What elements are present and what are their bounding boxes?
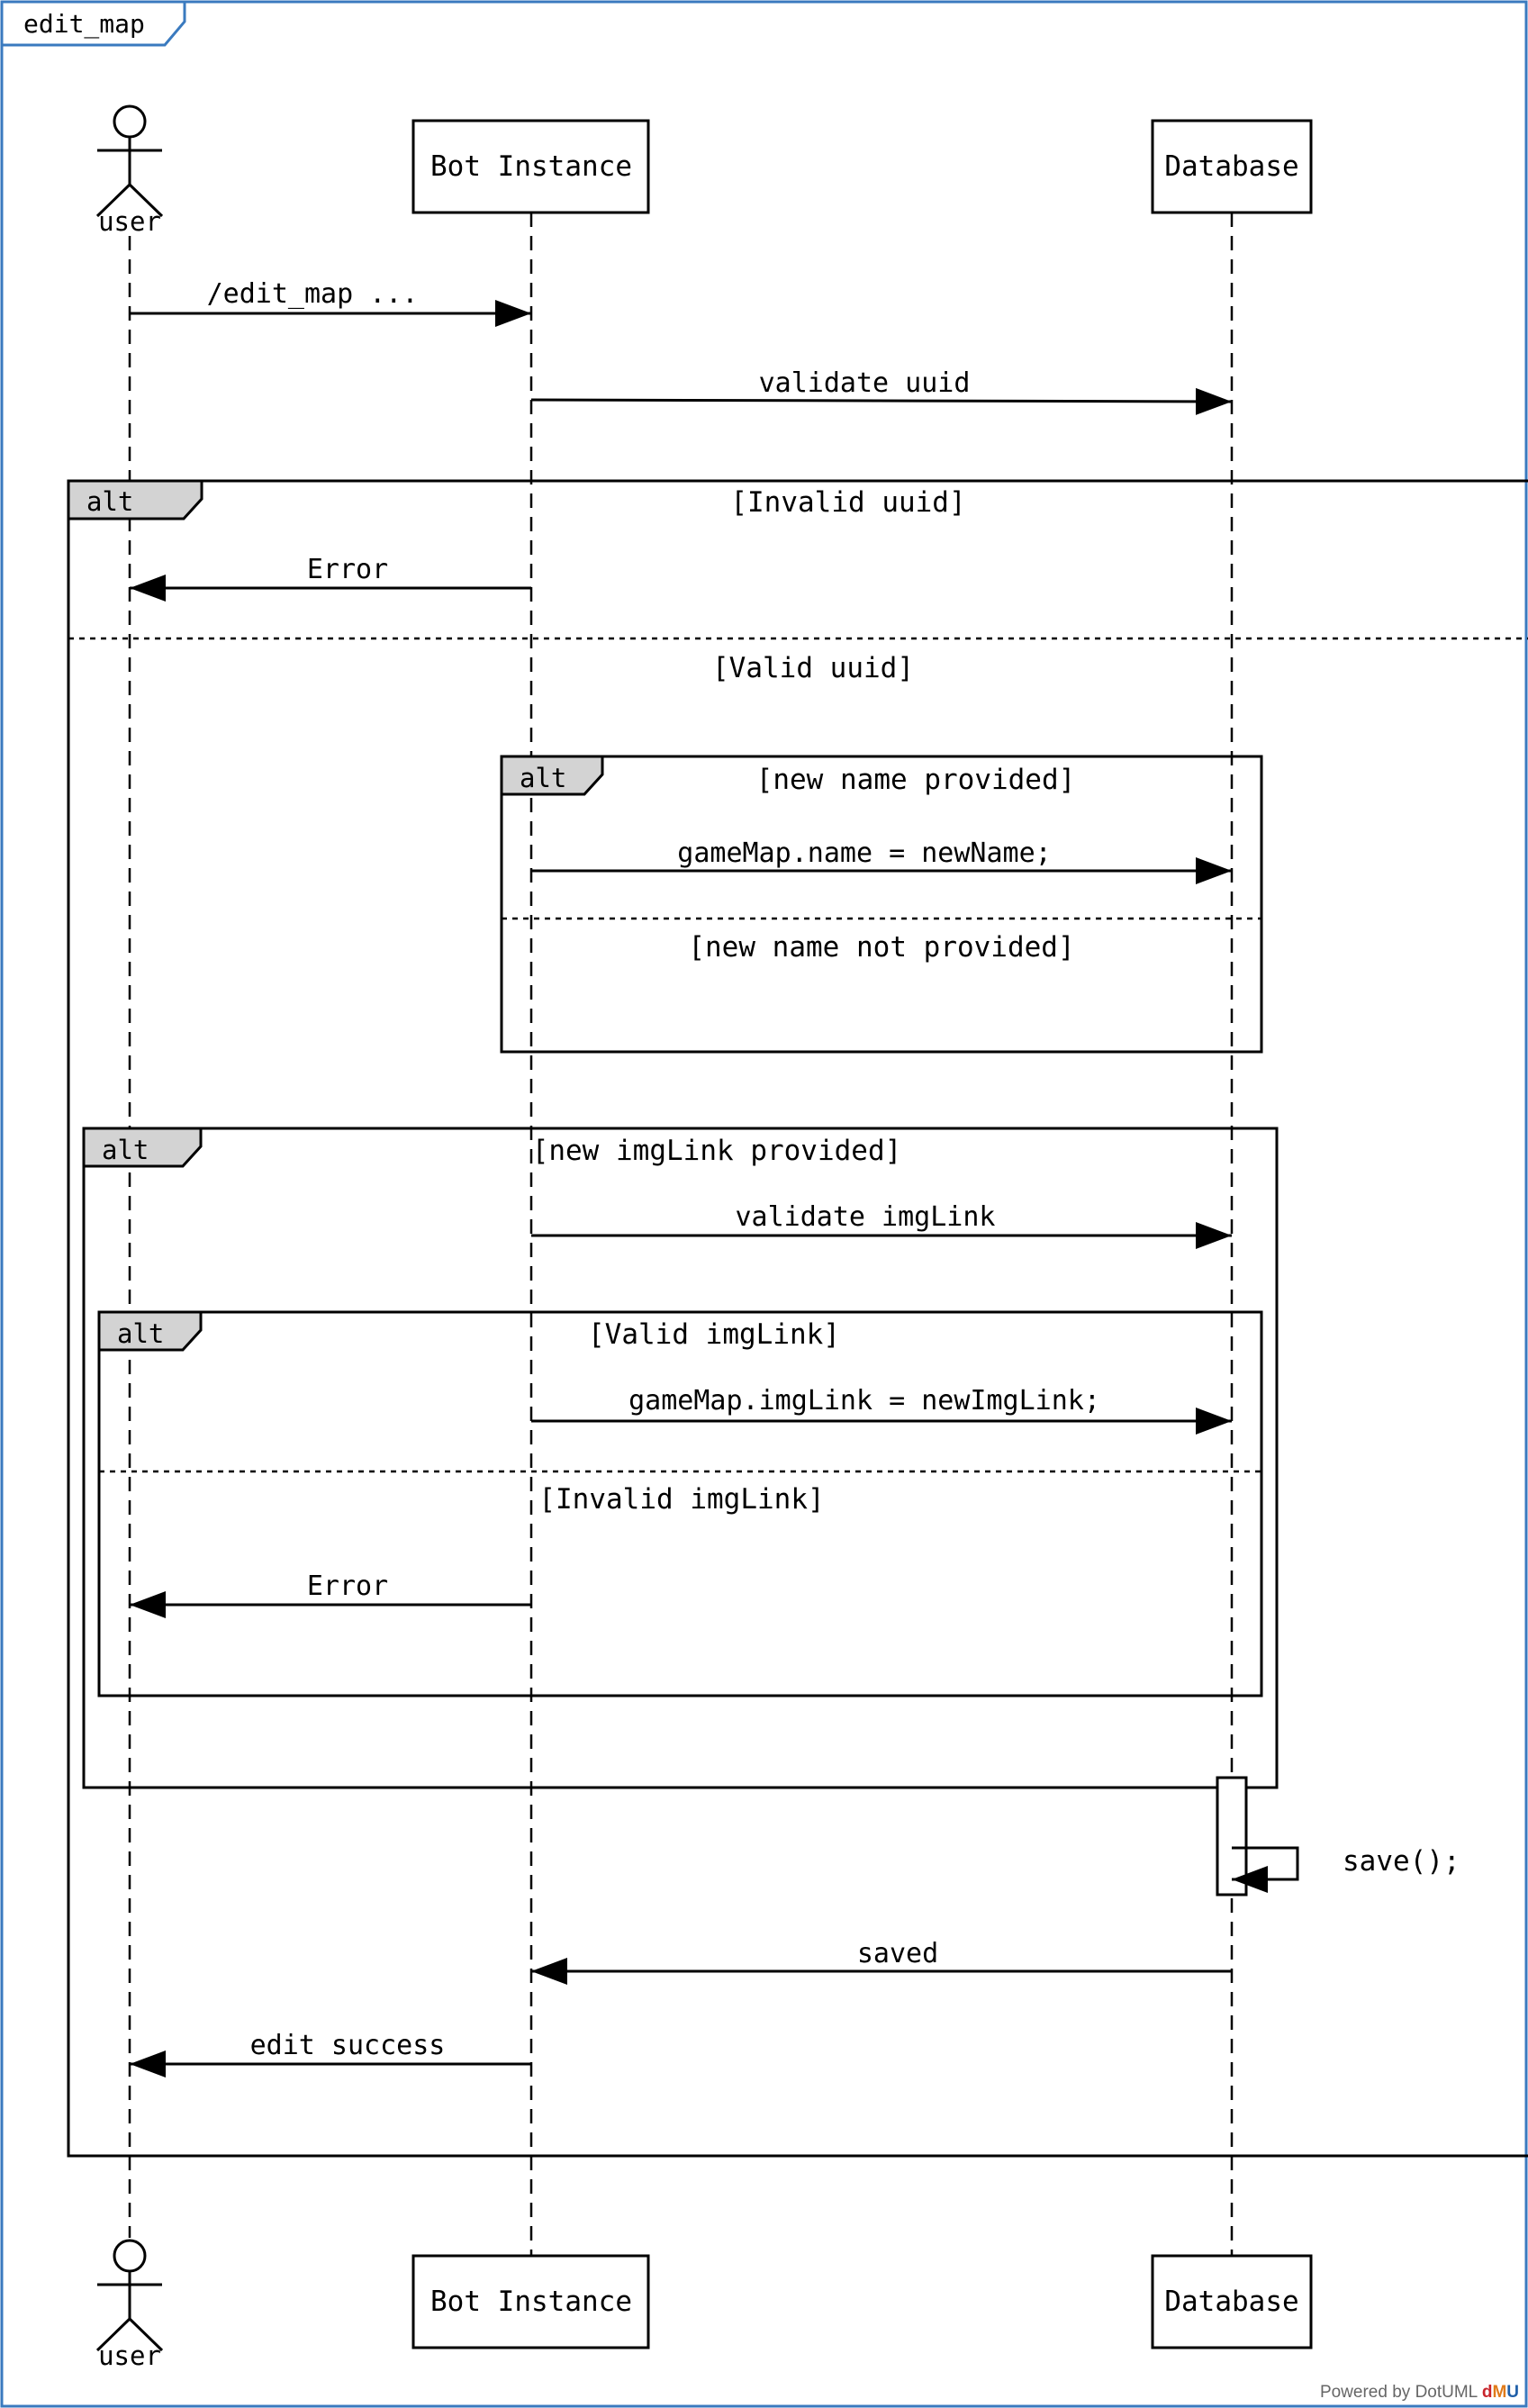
alt-fragment-imglink-validity-keyword: alt	[117, 1318, 164, 1349]
guard-valid-imglink: [Valid imgLink]	[588, 1318, 840, 1351]
message-save	[1232, 1846, 1299, 1893]
message-error-uuid-label: Error	[307, 554, 388, 585]
participant-bot-instance-bottom	[411, 2254, 650, 2349]
guard-invalid-uuid: [Invalid uuid]	[730, 486, 965, 519]
message-save-label: save();	[1343, 1845, 1460, 1878]
frame-name: edit_map	[23, 9, 145, 40]
message-validate-imglink-label: validate imgLink	[736, 1201, 996, 1233]
guard-new-imglink-provided: [new imgLink provided]	[532, 1135, 902, 1167]
participant-bot-instance-top	[411, 119, 650, 214]
participant-bot-instance-top-label: Bot Instance	[430, 150, 632, 183]
actor-user-bottom-label: user	[98, 2340, 161, 2371]
participant-database-bottom	[1151, 2254, 1313, 2349]
participant-bot-instance-bottom-label: Bot Instance	[430, 2286, 632, 2318]
alt-fragment-imglink-validity	[97, 1310, 1263, 1697]
guard-new-name-not-provided: [new name not provided]	[688, 931, 1074, 964]
guard-valid-uuid: [Valid uuid]	[712, 652, 914, 684]
alt-fragment-uuid	[67, 479, 1528, 2158]
actor-user-top-label: user	[98, 206, 161, 237]
frame-name-tab	[0, 0, 186, 47]
message-error-imglink-label: Error	[307, 1571, 388, 1602]
activation-database	[1216, 1776, 1248, 1897]
guard-invalid-imglink: [Invalid imgLink]	[538, 1483, 824, 1516]
alt-fragment-name	[500, 755, 1263, 1054]
guard-new-name-provided: [new name provided]	[756, 764, 1076, 796]
alt-fragment-imglink	[82, 1127, 1279, 1789]
dotuml-logo-icon: dMU	[1481, 2383, 1519, 2402]
footer-prefix: Powered by	[1319, 2383, 1415, 2402]
message-validate-uuid	[530, 387, 1233, 415]
message-edit-map-label: /edit_map ...	[207, 278, 419, 310]
alt-fragment-imglink-keyword: alt	[102, 1135, 149, 1165]
message-set-name-label: gameMap.name = newName;	[677, 837, 1051, 869]
participant-database-bottom-label: Database	[1164, 2286, 1298, 2318]
participant-database-top-label: Database	[1164, 150, 1298, 183]
footer-brand: DotUML	[1415, 2383, 1478, 2402]
actor-user-bottom	[95, 2239, 164, 2352]
message-saved-label: saved	[857, 1938, 938, 1969]
alt-fragment-uuid-keyword: alt	[86, 486, 133, 517]
alt-fragment-name-keyword: alt	[520, 763, 566, 793]
powered-by-footer: Powered by DotUML dMU	[1320, 2383, 1519, 2403]
message-edit-success-label: edit success	[250, 2030, 446, 2061]
message-validate-uuid-label: validate uuid	[759, 367, 971, 399]
message-set-imglink-label: gameMap.imgLink = newImgLink;	[628, 1385, 1100, 1417]
participant-database-top	[1151, 119, 1313, 214]
actor-user-top	[95, 104, 164, 218]
